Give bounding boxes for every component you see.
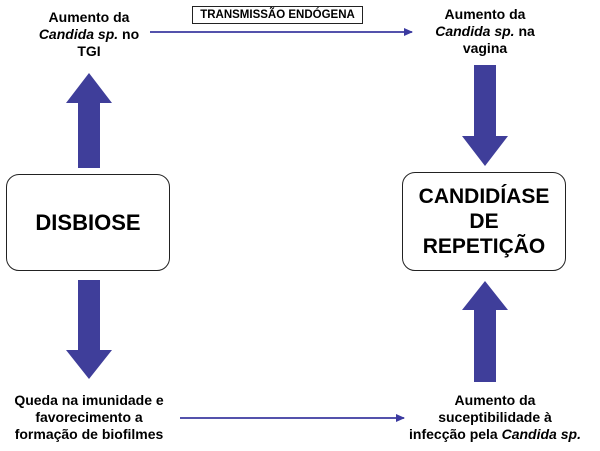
transmission-label: TRANSMISSÃO ENDÓGENA <box>192 6 363 24</box>
susceptibility-line1: Aumento da <box>454 392 536 408</box>
gi-after: no <box>118 26 140 42</box>
gi-line3: TGI <box>77 43 101 59</box>
dysbiosis-box: DISBIOSE <box>6 174 170 271</box>
vagina-line1: Aumento da <box>444 6 526 22</box>
gi-genus: Candida sp. <box>38 26 119 42</box>
gi-candida-increase: Aumento da Candida sp. no TGI <box>18 9 160 60</box>
vagina-after: na <box>514 23 535 39</box>
arrow-down-right <box>462 65 508 166</box>
arrow-up-right <box>462 281 508 382</box>
vagina-line3: vagina <box>462 40 508 56</box>
susceptibility-line2: suceptibilidade à <box>438 409 552 425</box>
immunity-line2: favorecimento a <box>35 409 143 425</box>
susceptibility-genus: Candida sp. <box>501 426 581 442</box>
recurrent-line2: DE <box>469 210 499 233</box>
gi-line1: Aumento da <box>48 9 130 25</box>
susceptibility-increase: Aumento da suceptibilidade à infecção pe… <box>406 392 584 443</box>
vagina-candida-increase: Aumento da Candida sp. na vagina <box>412 6 558 57</box>
susceptibility-prefix: infecção pela <box>409 426 502 442</box>
immunity-line3: formação de biofilmes <box>14 426 164 442</box>
arrow-down-left <box>66 280 112 379</box>
recurrent-line3: REPETIÇÃO <box>422 235 546 258</box>
vagina-genus: Candida sp. <box>435 23 515 39</box>
immunity-line1: Queda na imunidade e <box>14 392 164 408</box>
recurrent-line1: CANDIDÍASE <box>418 185 550 208</box>
dysbiosis-label: DISBIOSE <box>35 209 141 235</box>
immunity-drop: Queda na imunidade e favorecimento a for… <box>4 392 174 443</box>
arrow-up-left <box>66 73 112 168</box>
recurrent-candidiasis-box: CANDIDÍASE DE REPETIÇÃO <box>402 172 566 271</box>
